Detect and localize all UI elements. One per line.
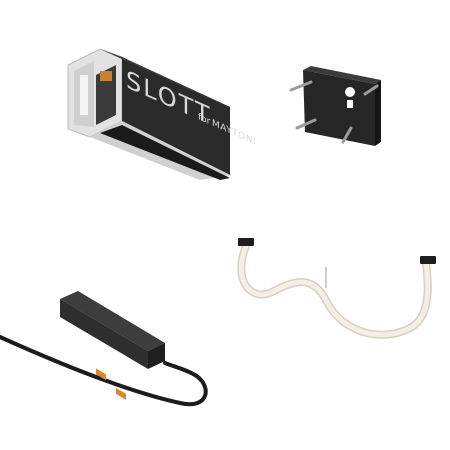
track-profile-image: SLOTT for MAYTONI [60, 35, 256, 180]
screw-2 [363, 84, 379, 96]
strip-tube-edge [237, 242, 432, 339]
screw-4 [341, 126, 353, 144]
strip-tube [238, 243, 431, 338]
connector-contact-1 [96, 368, 106, 381]
mounting-plate-image [285, 62, 385, 152]
power-connector-drawing [0, 291, 208, 407]
flexible-strip-image [232, 232, 442, 347]
track-insert-contact [100, 71, 112, 81]
plate-top-edge [303, 66, 381, 84]
track-top [100, 49, 230, 107]
plate-notch [347, 100, 353, 108]
strip-end-cap-left [238, 238, 254, 246]
track-slot [80, 75, 88, 115]
track-bottom-groove [100, 125, 230, 180]
track-body [122, 57, 230, 175]
plate-hole [345, 87, 355, 97]
screw-3 [295, 118, 317, 130]
connector-top [60, 291, 165, 351]
connector-cable [0, 335, 208, 407]
screw-1 [289, 80, 313, 92]
flexible-strip-drawing [237, 238, 436, 339]
power-connector-image [0, 285, 215, 420]
connector-front [60, 299, 148, 369]
connector-contact-2 [116, 387, 126, 400]
plate-body [303, 70, 375, 146]
strip-end-cap-right [420, 256, 436, 264]
track-profile-drawing: SLOTT for MAYTONI [67, 48, 256, 180]
connector-end [148, 343, 165, 369]
plate-side-edge [375, 80, 381, 146]
mounting-plate-drawing [289, 66, 381, 146]
plate-screws [289, 80, 379, 144]
